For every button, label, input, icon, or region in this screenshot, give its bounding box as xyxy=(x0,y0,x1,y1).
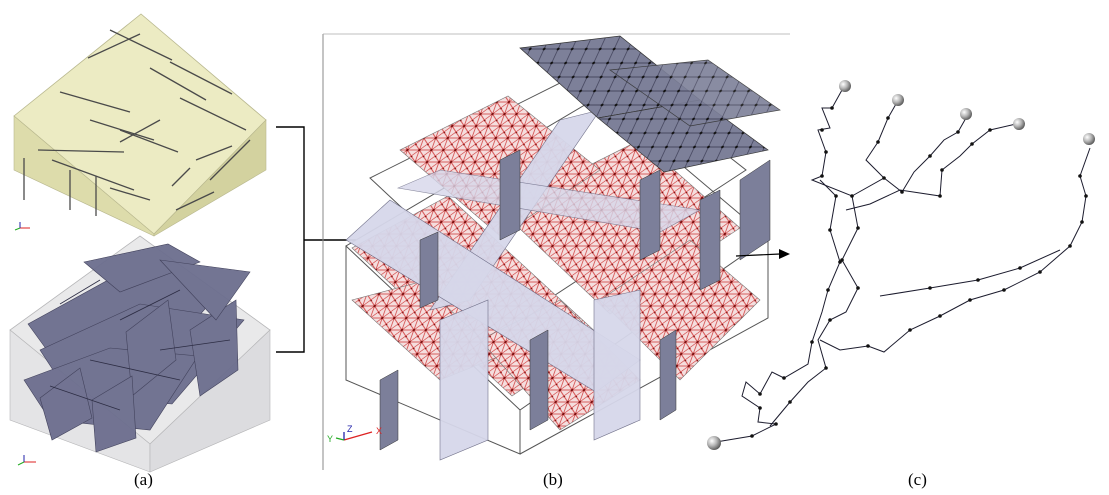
fracture-graph xyxy=(715,89,1091,443)
panel-b-frame xyxy=(322,33,790,470)
graph-path-1 xyxy=(810,89,897,197)
axis-label-y: Y xyxy=(327,434,333,444)
graph-path-6 xyxy=(819,147,1091,353)
sphere-node-6 xyxy=(707,436,721,450)
graph-path-4 xyxy=(883,117,967,193)
rock-block-solid xyxy=(13,13,267,237)
sphere-node-5 xyxy=(1083,133,1095,145)
fracture-network-block xyxy=(9,235,271,473)
graph-boundary-spheres xyxy=(707,80,1095,450)
caption-c: (c) xyxy=(908,470,927,489)
graph-path-2 xyxy=(715,179,841,443)
graph-path-5 xyxy=(845,123,1017,211)
sphere-node-1 xyxy=(839,80,851,92)
bracket-connector xyxy=(276,126,356,353)
arrow-b-to-c xyxy=(735,249,790,259)
sphere-node-4 xyxy=(1013,118,1025,130)
axis-triad-small-a-bottom xyxy=(17,455,36,466)
graph-nodes xyxy=(750,106,1088,438)
sphere-node-2 xyxy=(892,94,904,106)
axis-triad-small-a-top xyxy=(14,222,30,231)
caption-b: (b) xyxy=(543,470,563,489)
sphere-node-3 xyxy=(960,108,972,120)
meshed-model xyxy=(345,35,781,461)
caption-a: (a) xyxy=(134,470,153,489)
axis-label-z: Z xyxy=(347,424,353,434)
graph-path-3 xyxy=(769,195,859,427)
axis-triad-b: Y Z X xyxy=(327,424,382,444)
axis-label-x: X xyxy=(376,426,382,436)
graph-path-7 xyxy=(879,249,1061,297)
